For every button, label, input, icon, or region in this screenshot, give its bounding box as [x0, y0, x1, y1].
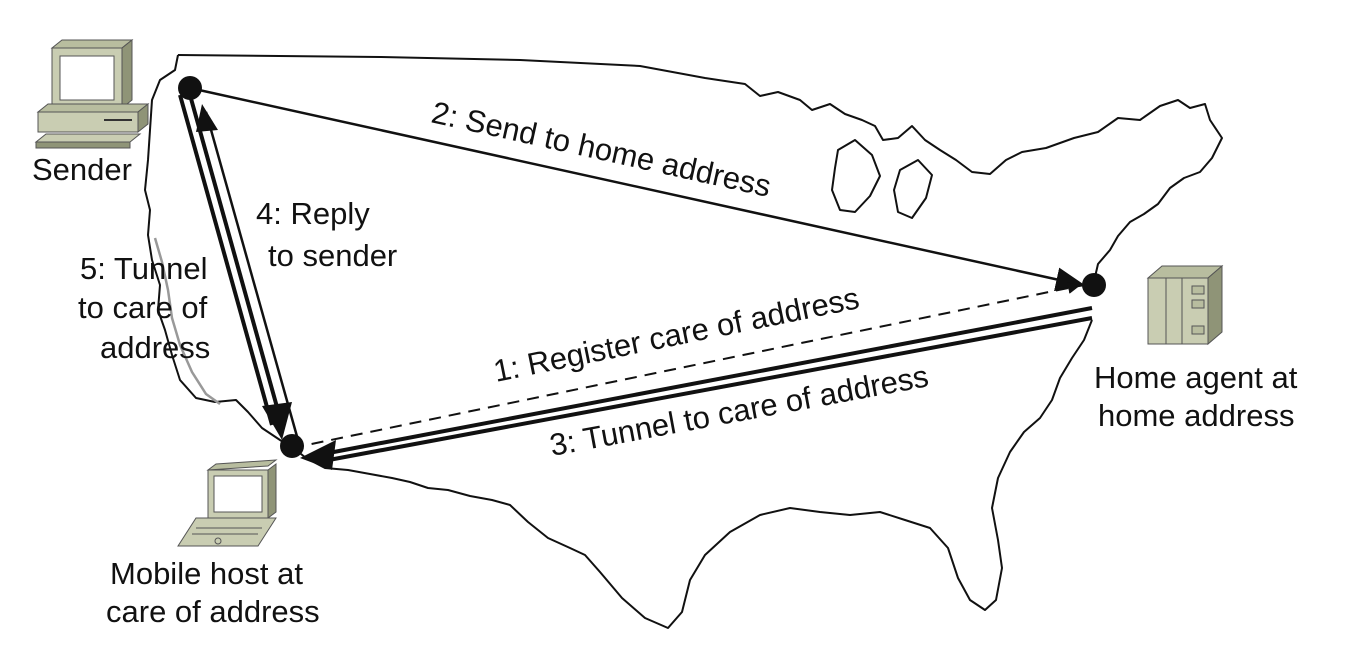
- step2-label: 2: Send to home address: [428, 95, 774, 204]
- step4-label-line2: to sender: [268, 238, 397, 273]
- step5-label-line3: address: [100, 330, 210, 365]
- step4-reply-line: [204, 111, 300, 441]
- mobile-host-node-dot: [280, 434, 304, 458]
- step3-tunnel-line-a: [317, 306, 1093, 457]
- step4-arrowhead: [196, 104, 218, 132]
- step5-arrowhead: [262, 402, 292, 440]
- home-agent-label-line1: Home agent at: [1094, 360, 1298, 395]
- step2-arrow: [189, 86, 1086, 292]
- step5-label-line2: to care of: [78, 290, 208, 325]
- home-agent-node-dot: [1082, 273, 1106, 297]
- us-map-outline: [144, 54, 1223, 629]
- step1-arrow: [291, 282, 1080, 449]
- mobile-host-label-line2: care of address: [106, 594, 320, 629]
- step3-arrowhead: [300, 440, 336, 470]
- mobile-host-label-line1: Mobile host at: [110, 556, 303, 591]
- step4-label-line1: 4: Reply: [256, 196, 370, 231]
- desktop-computer-icon: [34, 38, 150, 149]
- laptop-icon: [177, 459, 278, 547]
- sender-node-dot: [178, 76, 202, 100]
- server-icon: [1146, 264, 1224, 346]
- home-agent-label-line2: home address: [1098, 398, 1294, 433]
- step5-tunnel-line-a: [178, 94, 274, 426]
- step3-tunnel-line-b: [317, 316, 1093, 464]
- step5-label-line1: 5: Tunnel: [80, 251, 208, 286]
- sender-label: Sender: [32, 152, 132, 187]
- step5-tunnel-line-b: [188, 94, 284, 426]
